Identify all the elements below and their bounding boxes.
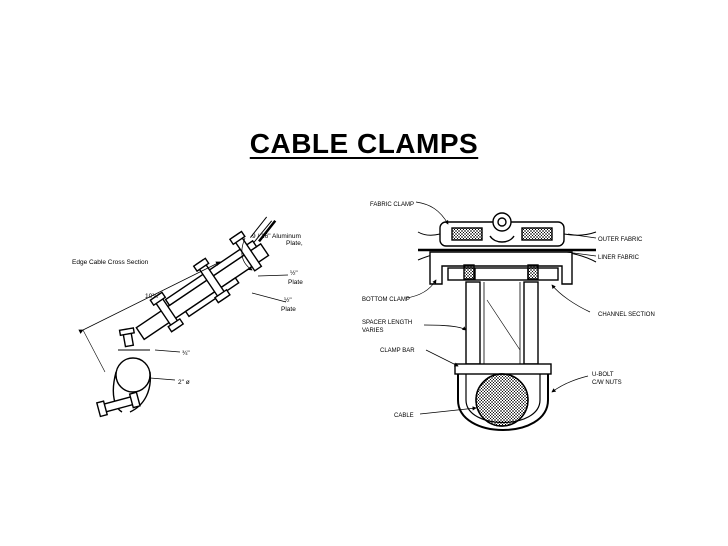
label-bottom-clamp: BOTTOM CLAMP [362, 297, 410, 303]
label-plate-a-2: Plate [288, 279, 303, 286]
label-spacer-length: SPACER LENGTH [362, 320, 412, 326]
label-channel-section: CHANNEL SECTION [598, 312, 655, 318]
label-u-bolt-nuts: C/W NUTS [592, 380, 622, 386]
label-outer-fabric: OUTER FABRIC [598, 237, 643, 243]
label-fabric-clamp: FABRIC CLAMP [370, 202, 414, 208]
label-dim-small: ¾" [182, 350, 190, 357]
slide-title: CABLE CLAMPS [249, 128, 479, 159]
label-plate-a: ½" [290, 269, 298, 277]
label-cable: CABLE [394, 413, 414, 419]
label-u-bolt: U-BOLT [592, 372, 614, 378]
label-aluminum-plate-2: Plate, [286, 240, 303, 247]
edge-cable-cross-section-drawing [78, 216, 289, 418]
label-dim-length: 10¼" [145, 293, 161, 300]
label-clamp-bar: CLAMP BAR [380, 348, 415, 354]
label-spacer-varies: VARIES [362, 328, 384, 334]
label-dim-dia: 2" ø [178, 379, 190, 386]
label-plate-b-2: Plate [281, 306, 296, 313]
cable-clamp-assembly-drawing [405, 201, 597, 431]
label-edge-cable-section: Edge Cable Cross Section [72, 259, 149, 266]
label-aluminum-plate: 9 / 16" Aluminum [252, 233, 301, 240]
label-plate-b: ½" [284, 296, 292, 304]
label-liner-fabric: LINER FABRIC [598, 255, 640, 261]
